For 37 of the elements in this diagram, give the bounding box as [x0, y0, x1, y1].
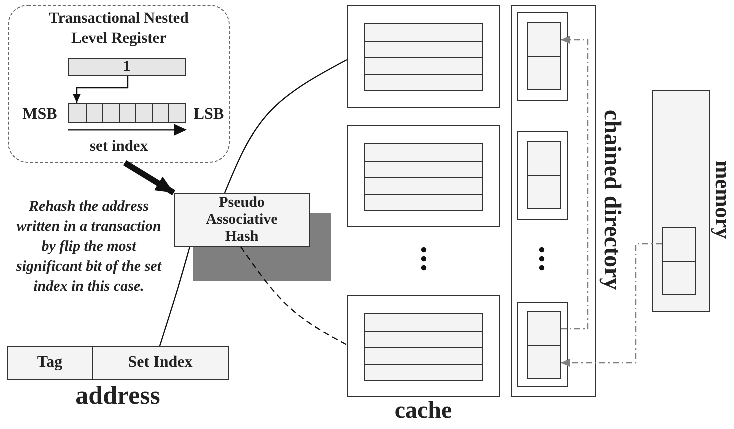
nested-level-register: [68, 58, 186, 76]
node-caption: chained directory: [598, 108, 626, 292]
hash-label: Pseudo Associative Hash: [205, 195, 279, 246]
register-callout: [8, 5, 230, 163]
directory-column: [511, 5, 596, 397]
directory-entry: [517, 131, 568, 220]
directory-cell: [527, 141, 561, 209]
register-value: 1: [122, 59, 132, 76]
annotation-note: Rehash the address written in a transaction by flip the most significant bit of the set index in this case.: [15, 198, 163, 297]
cache-set: [347, 5, 500, 108]
directory-cell: [527, 311, 561, 379]
field-label: Set Index: [92, 347, 228, 379]
register-title: Transactional Nested Level Register: [48, 9, 190, 50]
node-caption: address: [74, 380, 162, 412]
node-caption: LSB: [192, 105, 226, 125]
node-caption: memory: [711, 160, 734, 242]
diagram-caption: cache: [394, 397, 454, 426]
arrow: [123, 160, 176, 196]
directory-cell: [527, 22, 561, 90]
set-index-bits: [68, 103, 186, 123]
cache-set: [347, 125, 500, 227]
cache-set: [347, 295, 500, 397]
arrow: [561, 243, 662, 368]
directory-entry: [517, 302, 568, 387]
connector-line: [159, 246, 191, 346]
register-caption: set index: [88, 138, 150, 157]
arrow: [72, 76, 129, 103]
arrow: [561, 36, 589, 330]
memory-block: [652, 90, 710, 312]
connector-line: [240, 246, 348, 346]
address-field: [7, 346, 229, 380]
field-label: Tag: [36, 353, 64, 373]
hash-box: [174, 193, 310, 247]
directory-entry: [517, 12, 568, 101]
node-caption: MSB: [22, 105, 58, 125]
connector-line: [224, 59, 348, 194]
directory-cell: [662, 227, 696, 295]
